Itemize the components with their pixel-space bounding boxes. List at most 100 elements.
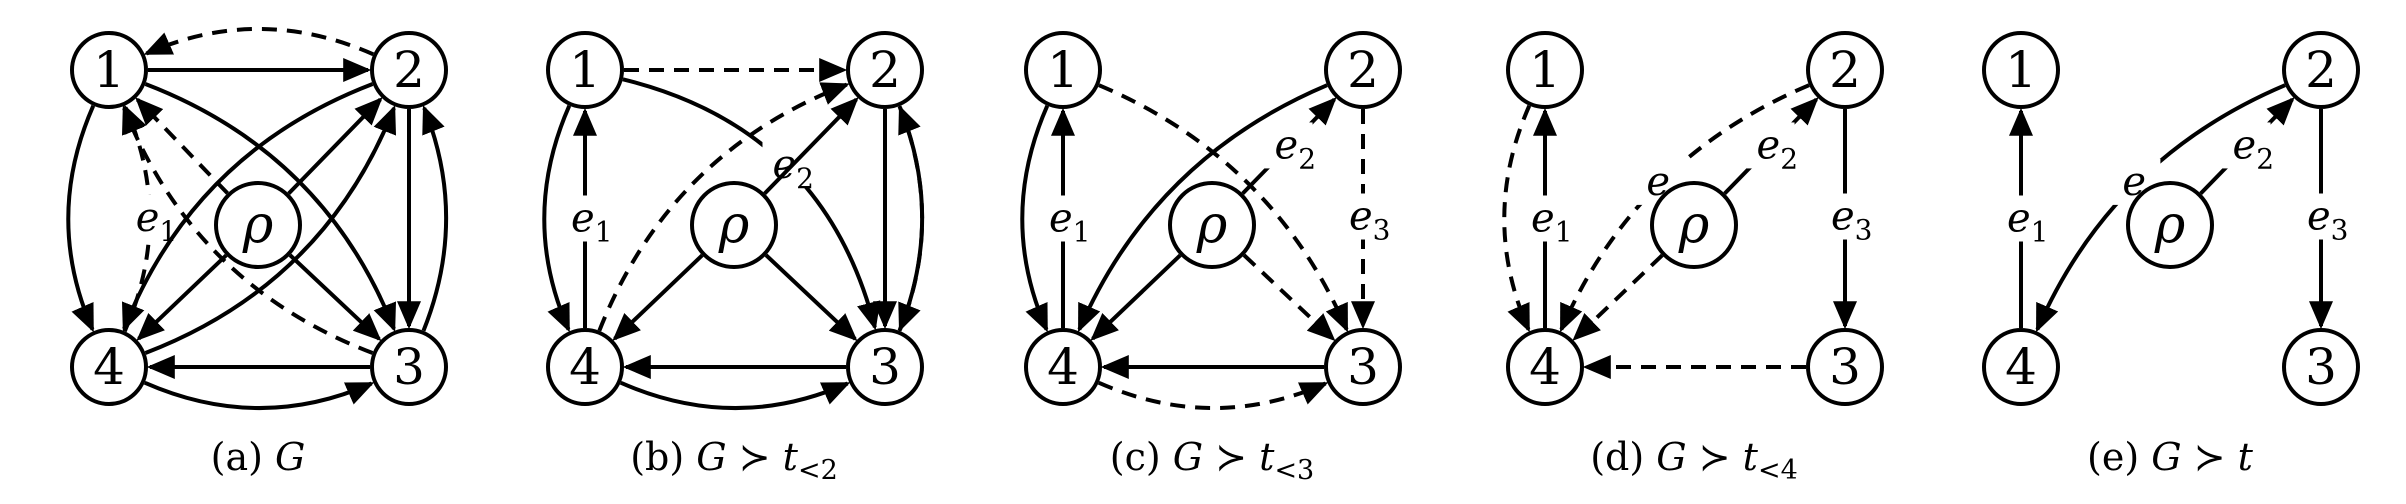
edge-1-4 <box>66 104 96 333</box>
panel-d: e1e2e3e41234ρ(d) G ≻ t<4 <box>1502 31 1884 486</box>
panel-caption: (b) G ≻ t<2 <box>630 435 838 486</box>
node-layer: 1 2 3 4 ρ <box>546 31 924 406</box>
node-4 <box>1982 328 2060 406</box>
node-3 <box>370 328 448 406</box>
node-label: 2 <box>393 41 425 99</box>
root-node-label: ρ <box>1196 195 1228 255</box>
node-label: 4 <box>93 338 125 396</box>
panel-caption: (c) G ≻ t<3 <box>1110 435 1315 486</box>
node-4 <box>70 328 148 406</box>
node-label: 3 <box>869 338 901 396</box>
node-label: 2 <box>2305 41 2337 99</box>
node-3 <box>846 328 924 406</box>
node-label: 4 <box>569 338 601 396</box>
edge-3-2 <box>421 105 449 332</box>
panel-caption: (a) G <box>211 435 306 479</box>
node-2 <box>1324 31 1402 109</box>
edge-2-4 <box>122 82 374 332</box>
edge-label-background <box>125 194 174 241</box>
edge-rho-4 <box>1572 253 1664 341</box>
node-label: 3 <box>1829 338 1861 396</box>
node-label: 1 <box>569 41 601 99</box>
panel-a: e11 2 3 4 ρ (a) G <box>66 26 449 479</box>
root-node-label: ρ <box>2154 195 2186 255</box>
edge-4-3 <box>619 380 851 411</box>
edge-label-background <box>762 141 811 188</box>
edge-label-background <box>1264 122 1313 169</box>
edge-label-background <box>1997 195 2045 242</box>
edge-rho-1 <box>135 97 229 195</box>
node-label: 2 <box>869 41 901 99</box>
root-node-rho <box>1168 181 1256 269</box>
node-label: 3 <box>1347 338 1379 396</box>
edge-rho-4 <box>136 253 228 341</box>
edge-rho-2 <box>287 97 383 195</box>
root-node-label: ρ <box>1678 195 1710 255</box>
root-node-label: ρ <box>718 195 750 255</box>
edge-label-background <box>2222 122 2271 169</box>
node-label: 1 <box>93 41 125 99</box>
edge-label-background <box>1039 195 1087 242</box>
node-label: 3 <box>393 338 425 396</box>
node-1 <box>546 31 624 109</box>
edge-layer: e1 <box>66 26 449 411</box>
edge-2-1 <box>143 26 375 57</box>
node-layer: 1 2 3 4 ρ <box>70 31 448 406</box>
node-layer: 1 2 3 4 ρ <box>1024 31 1402 406</box>
node-3 <box>1806 328 1884 406</box>
edge-rho-4 <box>1090 253 1182 341</box>
edge-rho-3 <box>288 253 382 342</box>
node-4 <box>1024 328 1102 406</box>
edge-label-background <box>561 195 609 242</box>
edge-label-background <box>1821 193 1869 240</box>
node-2 <box>1806 31 1884 109</box>
node-label: 1 <box>1529 41 1561 99</box>
node-label: 3 <box>2305 338 2337 396</box>
edge-4-2 <box>144 105 396 355</box>
edge-1-4 <box>1502 104 1532 333</box>
node-1 <box>1024 31 1102 109</box>
node-1 <box>70 31 148 109</box>
node-2 <box>370 31 448 109</box>
root-node-label: ρ <box>242 195 274 255</box>
edge-label: e2 <box>1275 122 1317 175</box>
edge-label-background <box>1746 122 1795 169</box>
edge-rho-3 <box>764 253 858 342</box>
node-label: 4 <box>1047 338 1079 396</box>
edge-label: e1 <box>1049 196 1091 249</box>
node-3 <box>2282 328 2360 406</box>
node-2 <box>2282 31 2360 109</box>
edge-1-4 <box>1020 104 1050 333</box>
node-label: 2 <box>1347 41 1379 99</box>
node-label: 1 <box>1047 41 1079 99</box>
edge-label-background <box>1521 195 1569 242</box>
edge-rho-4 <box>612 253 704 341</box>
panel-caption: (e) G ≻ t <box>2087 435 2254 479</box>
root-node-rho <box>690 181 778 269</box>
node-label: 4 <box>2005 338 2037 396</box>
edge-label: e2 <box>1757 122 1799 175</box>
edge-4-3 <box>1097 380 1329 411</box>
node-4 <box>546 328 624 406</box>
node-2 <box>846 31 924 109</box>
edge-rho-2 <box>763 97 859 195</box>
node-1 <box>1982 31 2060 109</box>
node-label: 2 <box>1829 41 1861 99</box>
node-label: 4 <box>1529 338 1561 396</box>
node-1 <box>1506 31 1584 109</box>
root-node-rho <box>2126 181 2214 269</box>
edge-4-2 <box>597 82 850 332</box>
node-4 <box>1506 328 1584 406</box>
edge-2-4 <box>1077 83 1328 333</box>
node-layer: 1 2 3 4 ρ <box>1506 31 1884 406</box>
edge-3-2 <box>897 105 925 332</box>
edge-label-background <box>2297 193 2345 240</box>
node-3 <box>1324 328 1402 406</box>
edge-label-background <box>1339 193 1387 240</box>
